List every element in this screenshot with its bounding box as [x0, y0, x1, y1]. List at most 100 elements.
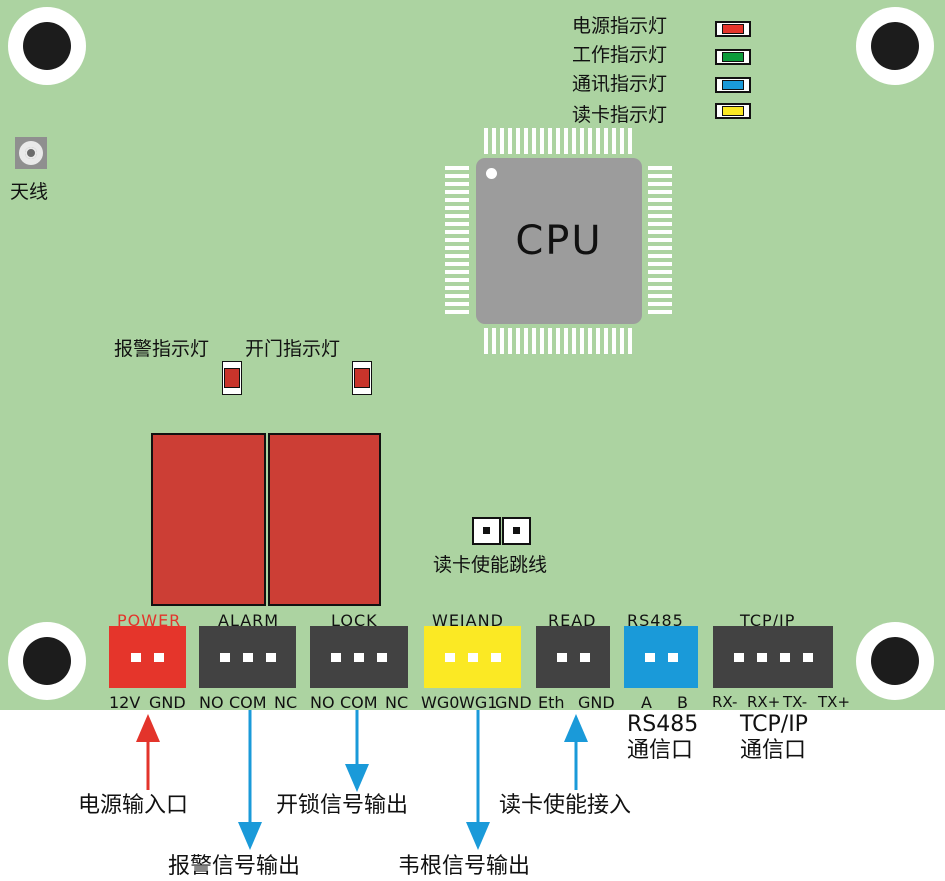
cpu-pin [648, 222, 672, 226]
mounting-hole-top-right [856, 7, 934, 85]
pin-hole [131, 652, 141, 662]
cpu-pin [508, 328, 512, 354]
cpu-pin [648, 270, 672, 274]
cpu-pin [604, 128, 608, 154]
connector-title-rs485: RS485 [627, 611, 684, 630]
pin-label-alarm-no: NO [199, 693, 224, 712]
pin-label-12v: 12V [109, 693, 141, 712]
cpu-pin [588, 128, 592, 154]
connector-power[interactable] [109, 626, 186, 688]
pin-hole [444, 652, 455, 662]
antenna-label: 天线 [10, 181, 49, 203]
jumper-pin-2-hole [513, 527, 520, 534]
pin-label-read-gnd: GND [578, 693, 615, 712]
indicator-label-read: 读卡指示灯 [572, 104, 668, 126]
cpu-pin [445, 286, 469, 290]
connector-title-lock: LOCK [331, 611, 378, 630]
cpu-pin [556, 328, 560, 354]
pin-hole [644, 652, 655, 662]
cpu-pin [556, 128, 560, 154]
cpu-pin [445, 238, 469, 242]
rs485-port-note-title: RS485 [627, 712, 699, 737]
cpu-pin [524, 128, 528, 154]
cpu-pin [580, 328, 584, 354]
jumper-pin-1-hole [483, 527, 490, 534]
cpu-pin [648, 310, 672, 314]
cpu-pin [572, 128, 576, 154]
connector-tcpip[interactable] [713, 626, 833, 688]
pin-hole [490, 652, 501, 662]
cpu-pin [612, 328, 616, 354]
jumper-pin-2 [502, 517, 531, 545]
pin-hole [354, 652, 364, 662]
cpu-label: CPU [515, 218, 603, 264]
led-comm-lens [722, 80, 744, 90]
callout-read-enable-input: 读卡使能接入 [499, 793, 632, 818]
cpu-pin [445, 174, 469, 178]
pin-label-rs485-a: A [641, 693, 652, 712]
cpu-pin [648, 166, 672, 170]
cpu-pin [564, 128, 568, 154]
connector-weiand[interactable] [424, 626, 521, 688]
led-power-lens [722, 24, 744, 34]
cpu-pin [648, 246, 672, 250]
arrow-read-enable-input [564, 714, 588, 790]
cpu-pin1-marker [486, 168, 497, 179]
cpu-pin [648, 190, 672, 194]
connector-lock[interactable] [310, 626, 408, 688]
cpu-pin [532, 128, 536, 154]
pin-hole [265, 652, 276, 662]
connector-rs485[interactable] [624, 626, 698, 688]
cpu-pin [500, 128, 504, 154]
cpu-pin [648, 262, 672, 266]
connector-alarm[interactable] [199, 626, 296, 688]
door-led [352, 361, 372, 395]
cpu-pin [648, 206, 672, 210]
cpu-pin [445, 222, 469, 226]
cpu-pin [648, 286, 672, 290]
pin-hole [756, 652, 767, 662]
callout-lock-output: 开锁信号输出 [276, 793, 409, 818]
pin-hole [377, 652, 387, 662]
rs485-port-note-sub: 通信口 [627, 738, 694, 763]
callout-alarm-output: 报警信号输出 [168, 854, 301, 879]
cpu-pin [516, 328, 520, 354]
cpu-pin [572, 328, 576, 354]
connector-title-weiand: WEIAND [432, 611, 504, 630]
indicator-label-power: 电源指示灯 [572, 15, 668, 37]
cpu-pin [445, 214, 469, 218]
cpu-pin [445, 190, 469, 194]
pin-hole [779, 652, 790, 662]
cpu-pin [445, 278, 469, 282]
pin-hole [467, 652, 478, 662]
antenna-icon [15, 137, 47, 169]
mounting-hole-bottom-left [8, 622, 86, 700]
cpu-pins-bottom [484, 328, 632, 354]
connector-read[interactable] [536, 626, 610, 688]
cpu-pin [588, 328, 592, 354]
cpu-pin [540, 128, 544, 154]
alarm-led-label: 报警指示灯 [114, 338, 210, 360]
tcpip-port-note-sub: 通信口 [740, 738, 807, 763]
led-read [715, 103, 751, 119]
lock-relay [268, 433, 381, 606]
jumper-pin-1 [472, 517, 501, 545]
cpu-pin [445, 198, 469, 202]
cpu-pin [604, 328, 608, 354]
cpu-pin [500, 328, 504, 354]
pin-label-wg1: WG1 [459, 693, 498, 712]
tcpip-port-note-title: TCP/IP [740, 712, 808, 737]
cpu-pin [492, 128, 496, 154]
cpu-pin [508, 128, 512, 154]
cpu-pins-left [445, 166, 469, 314]
pin-hole [154, 652, 164, 662]
cpu-pin [445, 246, 469, 250]
cpu-pin [628, 328, 632, 354]
cpu-pin [612, 128, 616, 154]
pin-hole [579, 652, 590, 662]
pin-hole [802, 652, 813, 662]
cpu-pin [620, 128, 624, 154]
cpu-pin [445, 166, 469, 170]
pin-label-wiegand-gnd: GND [495, 693, 532, 712]
